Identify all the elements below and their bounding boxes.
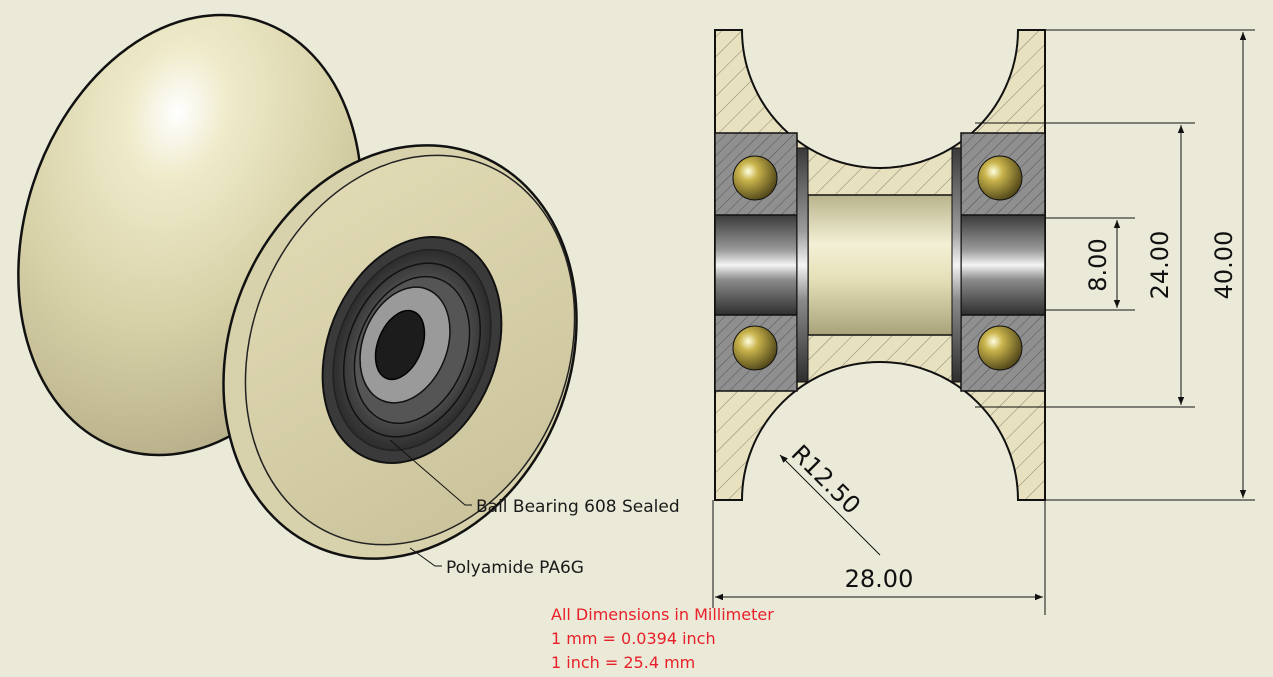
units-note: All Dimensions in Millimeter 1 mm = 0.03…	[551, 605, 774, 672]
bore-shaft	[807, 194, 954, 336]
section-view	[714, 29, 1046, 501]
dim-width: 28.00	[845, 565, 914, 593]
dim-overall-diameter: 40.00	[1210, 231, 1238, 300]
right-bearing	[951, 132, 1046, 392]
callout-bearing: Ball Bearing 608 Sealed	[476, 497, 680, 517]
note-line: 1 mm = 0.0394 inch	[551, 629, 716, 648]
note-line: All Dimensions in Millimeter	[551, 605, 774, 624]
callout-leaders	[389, 439, 472, 567]
dim-radius: R12.50	[786, 439, 866, 519]
bore-hole	[374, 309, 426, 381]
left-bearing	[714, 132, 809, 392]
dim-bearing-seat: 24.00	[1146, 231, 1174, 300]
callout-material: Polyamide PA6G	[446, 558, 584, 578]
dim-bore: 8.00	[1084, 238, 1112, 291]
dimension-lines	[712, 29, 1255, 615]
pulley-3d-view	[17, 13, 578, 560]
note-line: 1 inch = 25.4 mm	[551, 653, 695, 672]
